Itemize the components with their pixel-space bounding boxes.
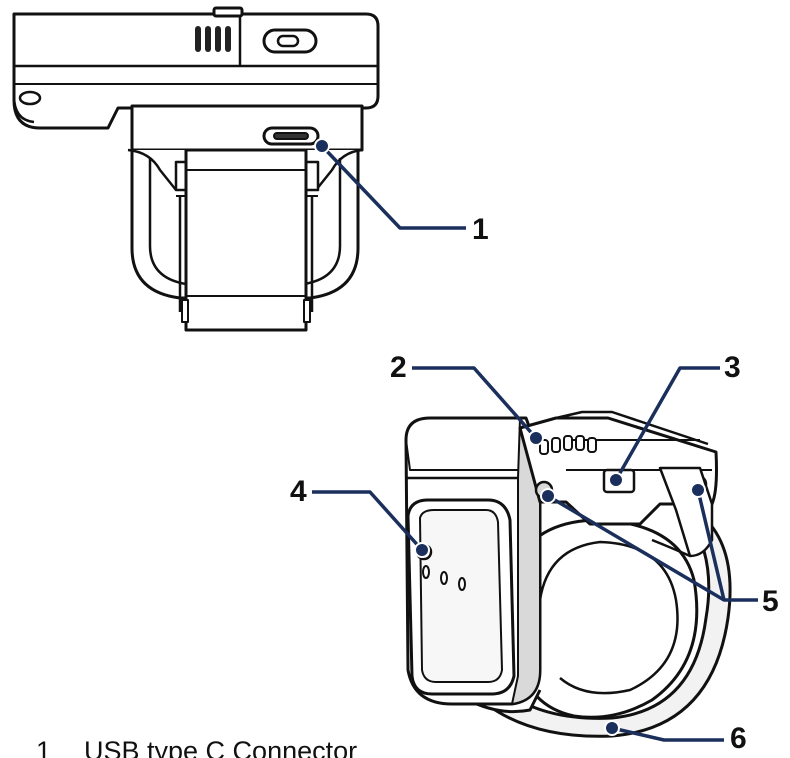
leader-line-4 bbox=[312, 490, 424, 552]
leader-line-6 bbox=[611, 726, 724, 742]
leader-line-3 bbox=[614, 366, 720, 481]
vent-slots bbox=[195, 26, 231, 52]
leader-line-1 bbox=[320, 144, 466, 230]
callout-number-2: 2 bbox=[390, 351, 407, 384]
leader-line-5b bbox=[696, 489, 726, 601]
contact-pins bbox=[539, 435, 597, 455]
legend-text: USB type C Connector bbox=[84, 736, 358, 758]
device-side-view bbox=[12, 6, 380, 332]
callout-number-1: 1 bbox=[472, 213, 489, 246]
leader-line-2 bbox=[412, 366, 538, 440]
callout-number-4: 4 bbox=[290, 475, 307, 508]
callout-number-3: 3 bbox=[724, 351, 741, 384]
callout-number-6: 6 bbox=[730, 722, 747, 755]
legend-number: 1 bbox=[36, 736, 52, 758]
legend-item-1: 1 USB type C Connector bbox=[36, 735, 357, 758]
device-perspective-view bbox=[404, 410, 732, 738]
leader-dots bbox=[314, 138, 706, 736]
callout-number-5: 5 bbox=[762, 585, 779, 618]
leader-lines bbox=[312, 144, 758, 742]
